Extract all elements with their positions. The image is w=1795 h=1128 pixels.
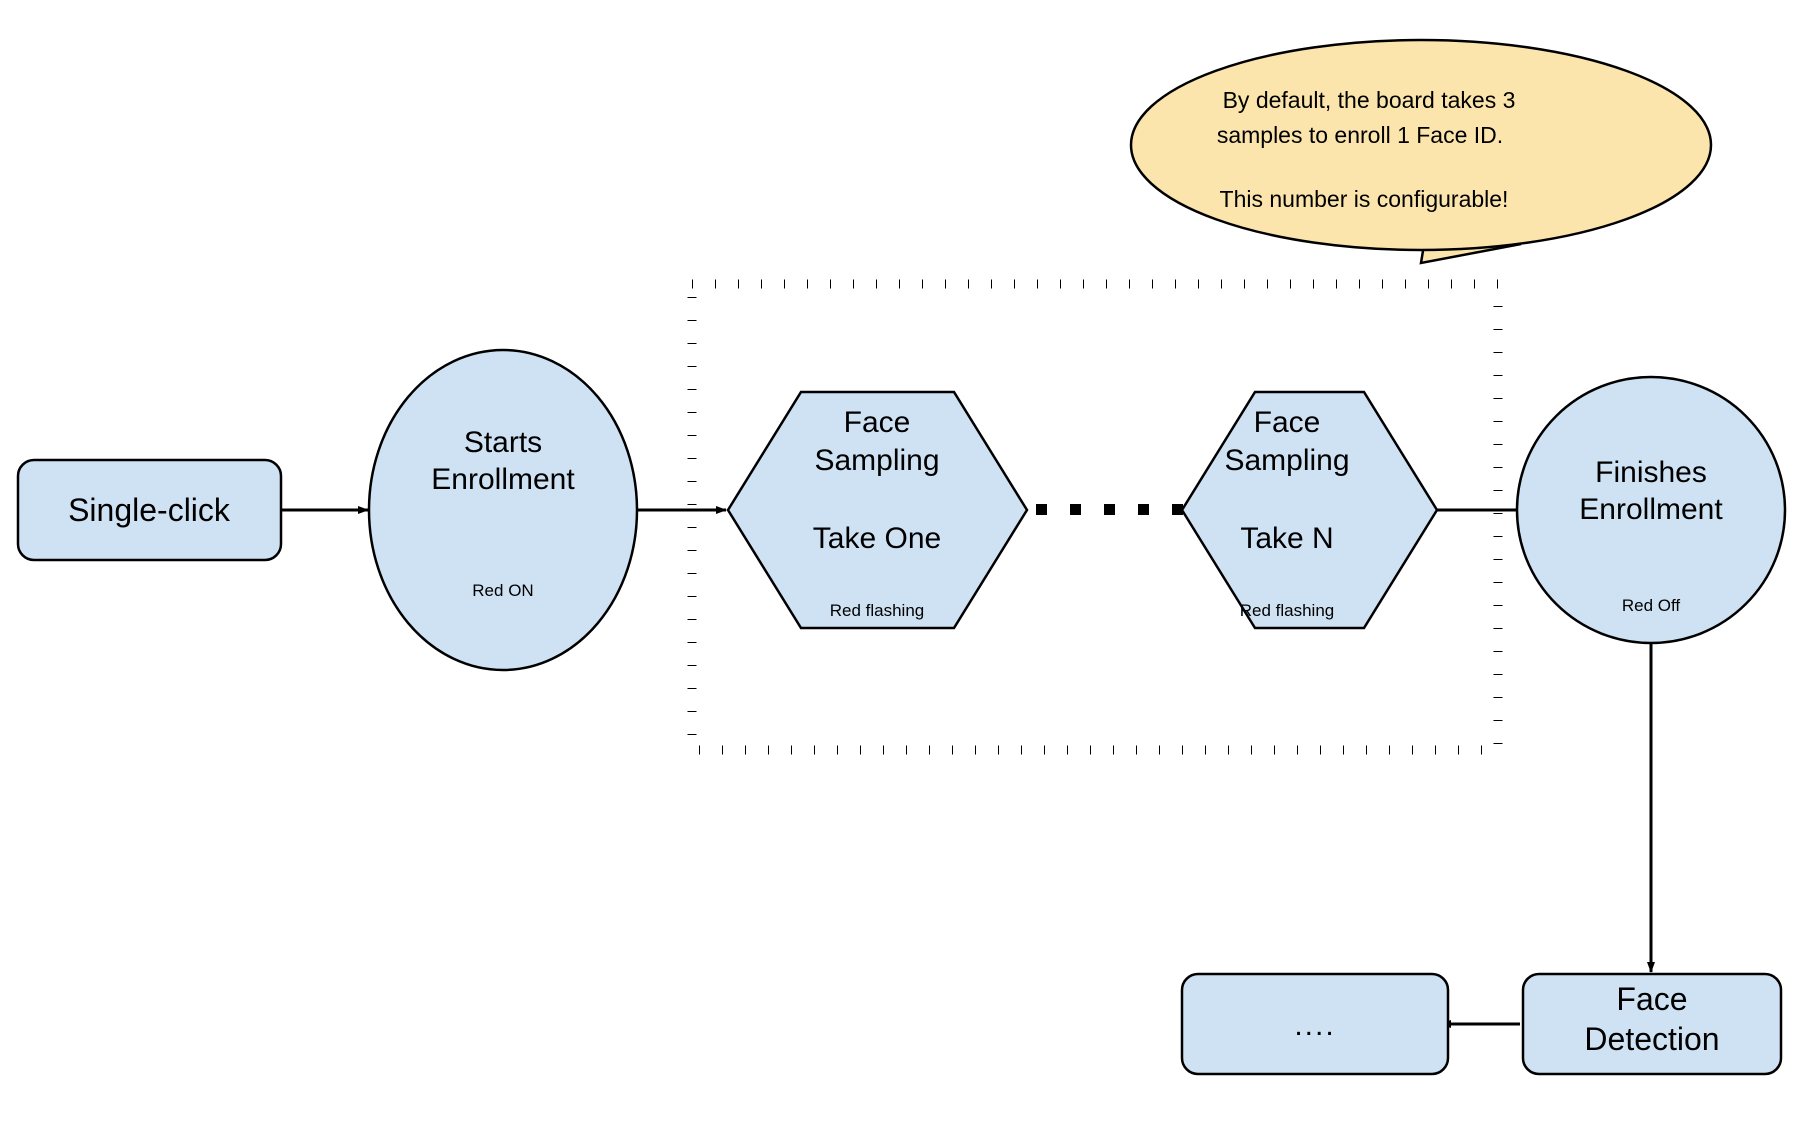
node-face-sampling-one-status: Red flashing bbox=[830, 601, 925, 620]
node-single-click-label: Single-click bbox=[68, 492, 231, 528]
node-face-sampling-n-status: Red flashing bbox=[1240, 601, 1335, 620]
node-face-sampling-n-take: Take N bbox=[1240, 522, 1333, 555]
node-starts-enrollment-status: Red ON bbox=[472, 581, 533, 600]
node-starts-enrollment-label-line2: Enrollment bbox=[431, 463, 575, 496]
node-face-detection-label-line2: Detection bbox=[1584, 1021, 1719, 1057]
node-face-sampling-one-take: Take One bbox=[813, 522, 941, 555]
callout-note: By default, the board takes 3 samples to… bbox=[1129, 38, 1713, 265]
node-face-detection-label-line1: Face bbox=[1616, 981, 1687, 1017]
callout-line3: This number is configurable! bbox=[1220, 186, 1509, 212]
callout-line2: samples to enroll 1 Face ID. bbox=[1217, 122, 1503, 148]
node-continuation[interactable]: .... bbox=[1180, 972, 1450, 1076]
node-finishes-enrollment[interactable]: Finishes Enrollment Red Off bbox=[1515, 375, 1787, 645]
node-face-sampling-one-label-line2: Sampling bbox=[814, 444, 939, 477]
node-finishes-enrollment-status: Red Off bbox=[1622, 596, 1681, 615]
node-face-sampling-one-label-line1: Face bbox=[844, 406, 911, 439]
node-continuation-label: .... bbox=[1294, 1009, 1335, 1042]
node-face-sampling-take-n[interactable]: Face Sampling Take N Red flashing bbox=[1180, 390, 1439, 630]
node-finishes-enrollment-label-line2: Enrollment bbox=[1579, 493, 1723, 526]
node-starts-enrollment[interactable]: Starts Enrollment Red ON bbox=[367, 348, 639, 672]
callout-line1: By default, the board takes 3 bbox=[1223, 87, 1516, 113]
node-single-click[interactable]: Single-click bbox=[16, 458, 283, 562]
sampling-ellipsis bbox=[1036, 504, 1183, 515]
node-face-sampling-n-label-line2: Sampling bbox=[1224, 444, 1349, 477]
node-face-detection[interactable]: Face Detection bbox=[1521, 972, 1783, 1076]
node-face-sampling-take-one[interactable]: Face Sampling Take One Red flashing bbox=[726, 390, 1029, 630]
node-finishes-enrollment-label-line1: Finishes bbox=[1595, 456, 1707, 489]
node-face-sampling-n-label-line1: Face bbox=[1254, 406, 1321, 439]
node-starts-enrollment-label-line1: Starts bbox=[464, 426, 542, 459]
